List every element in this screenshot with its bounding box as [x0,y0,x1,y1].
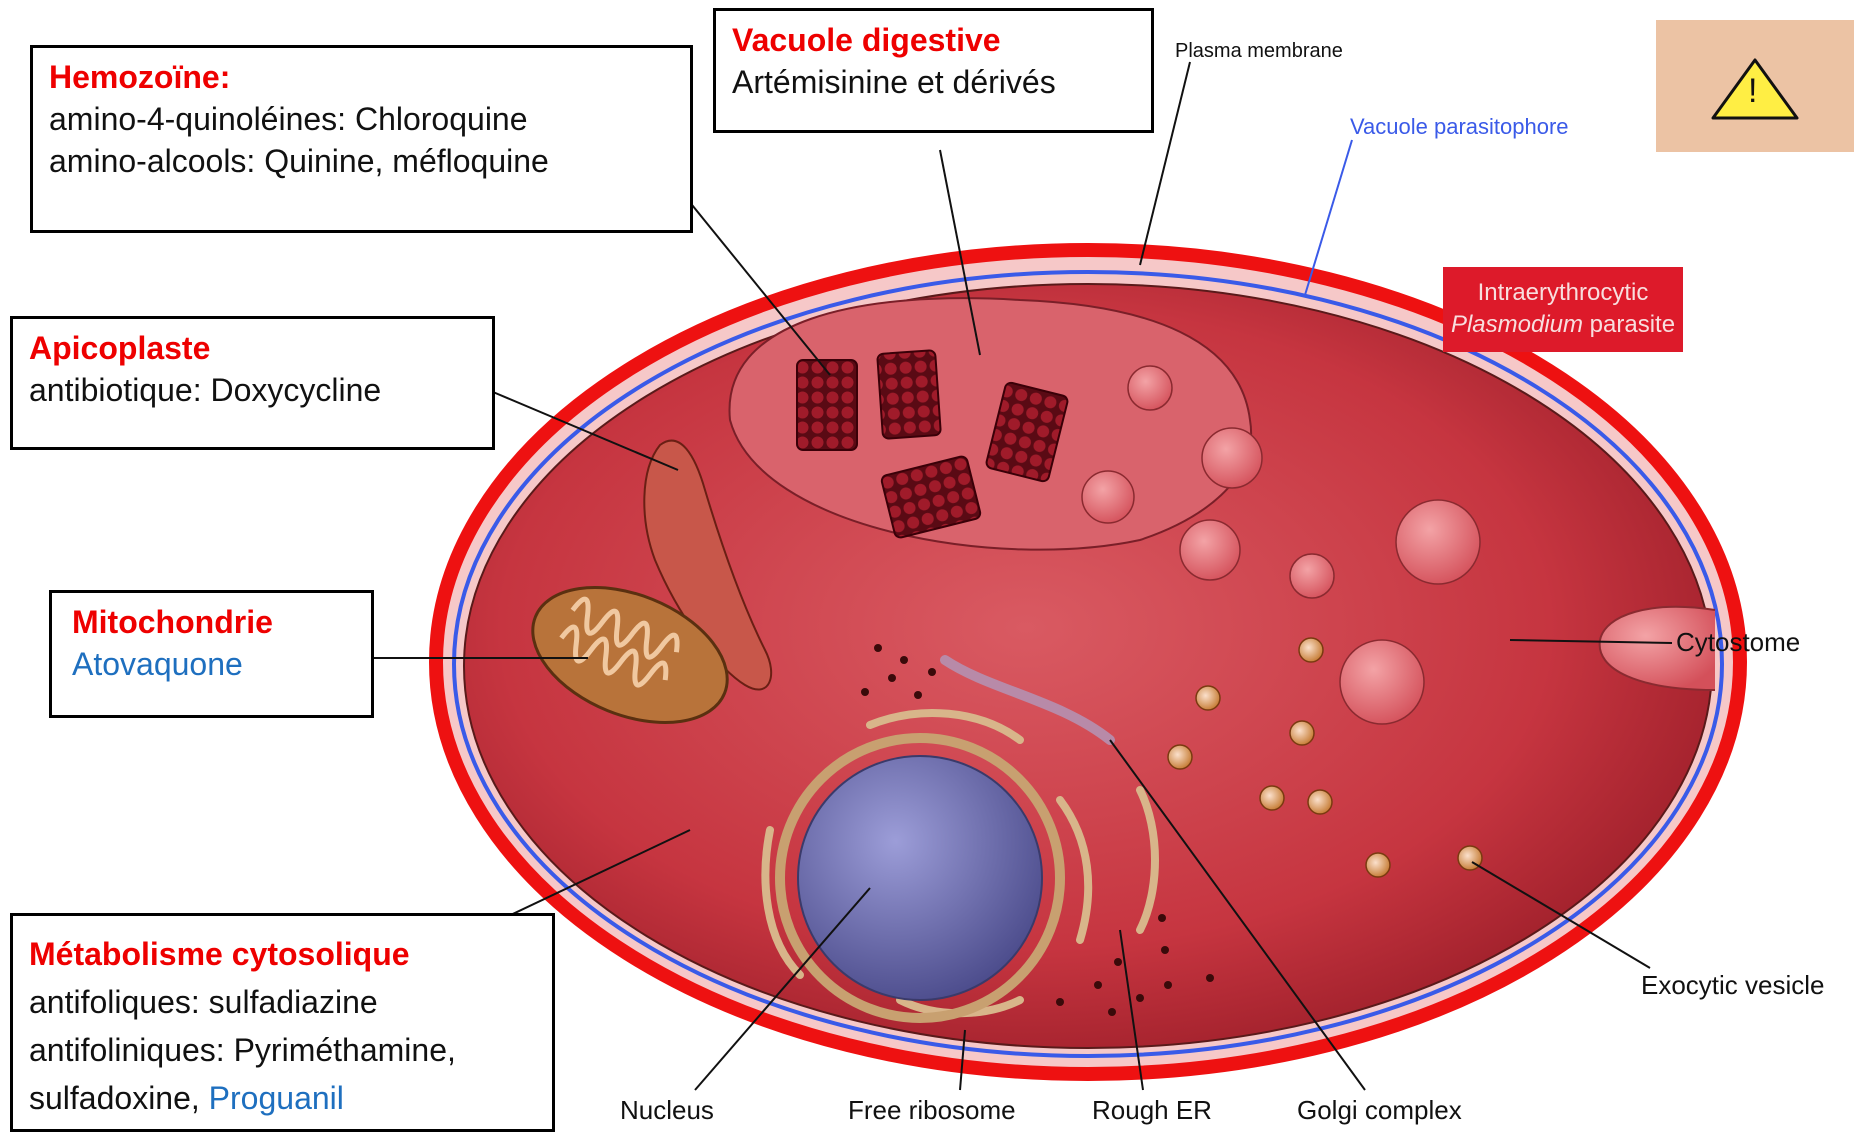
cytostome-label: Cytostome [1676,627,1800,658]
tag-line2: Plasmodium parasite [1443,309,1683,341]
hemozoine-line1: amino-4-quinoléines: Chloroquine [49,98,690,140]
vacuole-title: Vacuole digestive [732,19,1151,61]
mitochondrie-title: Mitochondrie [72,601,371,643]
vacuole-line1: Artémisinine et dérivés [732,61,1151,103]
apicoplaste-box: Apicoplaste antibiotique: Doxycycline [10,316,495,450]
warning-glyph: ! [1748,72,1757,111]
free-ribosome-label: Free ribosome [848,1095,1016,1126]
metabolisme-line3: sulfadoxine, Proguanil [29,1074,552,1122]
hemozoine-title: Hemozoïne: [49,56,690,98]
mitochondrie-box: Mitochondrie Atovaquone [49,590,374,718]
plasma-membrane-label: Plasma membrane [1175,40,1343,63]
rough-er-label: Rough ER [1092,1095,1212,1126]
golgi-complex-label: Golgi complex [1297,1095,1462,1126]
metabolisme-box: Métabolisme cytosolique antifoliques: su… [10,913,555,1132]
nucleus [798,756,1042,1000]
parasitophore-leader [1305,140,1352,295]
nucleus-label: Nucleus [620,1095,714,1126]
hemozoine-box: Hemozoïne: amino-4-quinoléines: Chloroqu… [30,45,693,233]
tag-line1: Intraerythrocytic [1443,277,1683,309]
apicoplaste-line1: antibiotique: Doxycycline [29,369,492,411]
vacuole-parasitophore-label: Vacuole parasitophore [1350,114,1569,140]
metabolisme-title: Métabolisme cytosolique [29,930,552,978]
metabolisme-line2: antifoliniques: Pyriméthamine, [29,1026,552,1074]
metabolisme-line1: antifoliques: sulfadiazine [29,978,552,1026]
apicoplaste-title: Apicoplaste [29,327,492,369]
mitochondrie-line1: Atovaquone [72,643,371,685]
vacuole-box: Vacuole digestive Artémisinine et dérivé… [713,8,1154,133]
parasite-tag: Intraerythrocytic Plasmodium parasite [1443,267,1683,352]
exocytic-vesicle-label: Exocytic vesicle [1641,970,1825,1001]
hemozoine-line2: amino-alcools: Quinine, méfloquine [49,140,690,182]
